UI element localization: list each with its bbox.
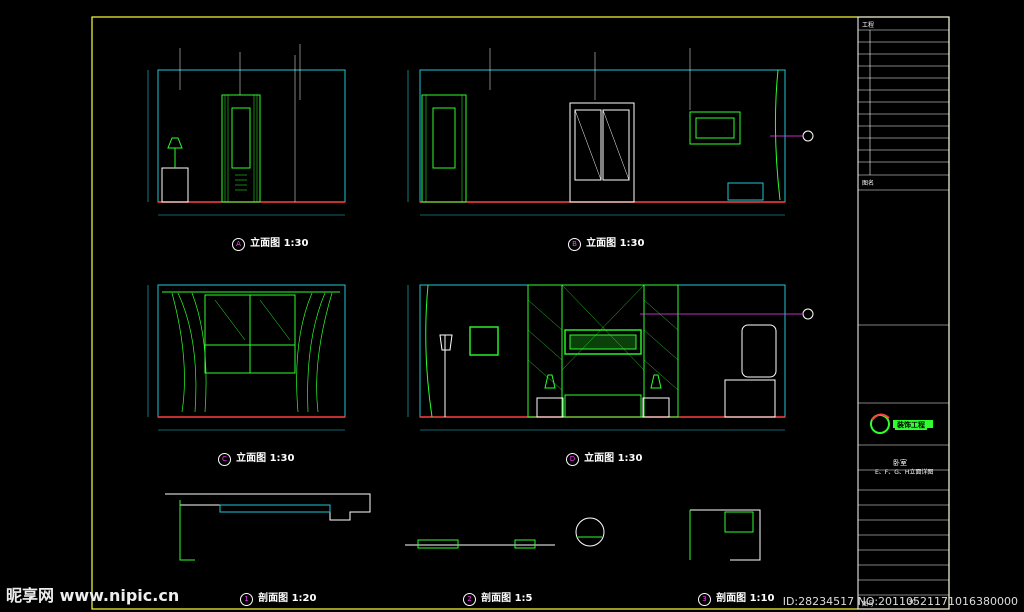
view-title-section-1-text: 剖面图 1:20 xyxy=(258,593,317,604)
view-title-a: A 立面图 1:30 xyxy=(232,231,308,251)
view-title-section-3: 3 剖面图 1:10 xyxy=(698,586,774,606)
view-title-section-3-text: 剖面图 1:10 xyxy=(716,593,775,604)
view-title-d-text: 立面图 1:30 xyxy=(584,453,643,464)
section-number-3: 3 xyxy=(698,593,711,606)
view-number-d: D xyxy=(566,453,579,466)
view-title-c: C 立面图 1:30 xyxy=(218,446,294,466)
view-title-section-2-text: 剖面图 1:5 xyxy=(481,593,533,604)
section-number-1: 1 xyxy=(240,593,253,606)
view-number-a: A xyxy=(232,238,245,251)
section-2 xyxy=(405,517,605,549)
title-block-project-label: 工程 xyxy=(862,22,875,29)
view-title-b: B 立面图 1:30 xyxy=(568,231,644,251)
view-title-d: D 立面图 1:30 xyxy=(566,446,642,466)
watermark-site: 昵享网 www.nipic.cn xyxy=(6,586,180,605)
elevation-a xyxy=(147,44,346,216)
section-1 xyxy=(165,493,371,561)
title-block-sheet-no-label: 图号 xyxy=(862,601,875,608)
sheet-frame xyxy=(91,16,950,610)
view-title-a-text: 立面图 1:30 xyxy=(250,238,309,249)
view-title-c-text: 立面图 1:30 xyxy=(236,453,295,464)
view-number-c: C xyxy=(218,453,231,466)
watermark-id: ID:28234517 NO:20110521171016380000 xyxy=(782,595,1018,608)
elevation-d xyxy=(407,284,814,431)
title-block-sheet-no: 30 xyxy=(908,599,916,606)
title-block-sheet-title: E、F、G、H立面详图 xyxy=(875,469,934,476)
elevation-b xyxy=(407,48,814,216)
title-block-room-name: 卧室 xyxy=(893,459,907,467)
view-title-b-text: 立面图 1:30 xyxy=(586,238,645,249)
section-number-2: 2 xyxy=(463,593,476,606)
title-block-drawing-label: 图名 xyxy=(862,180,875,187)
title-block-company: 装饰工程 xyxy=(895,420,927,430)
view-title-section-1: 1 剖面图 1:20 xyxy=(240,586,316,606)
view-title-section-2: 2 剖面图 1:5 xyxy=(463,586,533,606)
elevation-c xyxy=(147,284,346,431)
view-number-b: B xyxy=(568,238,581,251)
title-block-frame xyxy=(857,16,950,610)
section-3 xyxy=(689,509,761,561)
